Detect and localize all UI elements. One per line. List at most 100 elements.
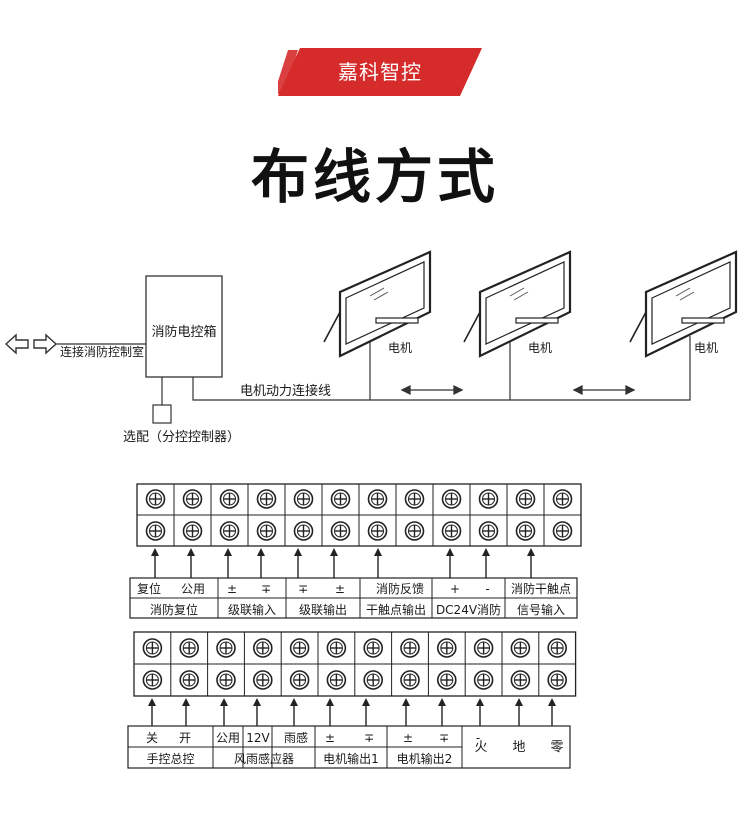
arrow-up-icon (446, 548, 454, 578)
terminal-group-label: 级联输入 (228, 602, 276, 617)
terminal-label: + (450, 582, 460, 596)
terminal-group-label: 电机输出2 (397, 751, 453, 766)
screw-terminal-icon (252, 638, 273, 658)
screw-terminal-icon (219, 521, 240, 541)
screw-terminal-icon (179, 638, 199, 658)
terminal-label: - (476, 731, 480, 745)
screw-terminal-icon (182, 521, 203, 541)
screw-terminal-icon (436, 638, 457, 658)
screw-terminal-icon (179, 670, 199, 690)
terminal-group-label: 级联输出 (299, 602, 347, 617)
screw-terminal-icon (145, 489, 166, 509)
screw-terminal-icon (478, 489, 499, 509)
motor-label: 电机 (528, 341, 552, 355)
window-1: 电机 (323, 250, 432, 358)
arrow-up-icon (257, 548, 265, 578)
arrow-up-icon (224, 548, 232, 578)
arrow-up-icon (482, 548, 490, 578)
screw-terminal-icon (367, 521, 388, 541)
terminal-label: 消防干触点 (511, 581, 571, 596)
window-2: 电机 (463, 250, 572, 358)
double-arrow-icon (400, 384, 464, 396)
screw-terminal-icon (363, 638, 384, 658)
terminal-label: 复位 (137, 581, 161, 596)
control-box-label: 消防电控箱 (151, 324, 216, 340)
screw-terminal-icon (326, 670, 347, 690)
terminal-label: 消防反馈 (376, 581, 424, 596)
screw-terminal-icon (515, 521, 536, 541)
bidirectional-arrow-icon (4, 333, 58, 355)
screw-terminal-icon (219, 489, 240, 509)
screw-terminal-icon (400, 638, 420, 658)
motor-label: 电机 (388, 341, 412, 355)
motor-icon (515, 317, 559, 324)
screw-terminal-icon (363, 670, 384, 690)
arrow-up-icon (438, 698, 446, 726)
terminal-label: ∓ (364, 731, 374, 745)
arrow-up-icon (220, 698, 228, 726)
terminal-label: 12V (246, 731, 270, 745)
arrow-up-icon (548, 698, 556, 726)
screw-terminal-icon (404, 521, 425, 541)
terminal-label: 开 (179, 731, 191, 745)
screw-terminal-icon (400, 670, 420, 690)
terminal-group-label: 信号输入 (517, 602, 565, 617)
screw-terminal-icon (441, 521, 462, 541)
arrow-up-icon (290, 698, 298, 726)
motor-icon (375, 317, 419, 324)
arrow-up-icon (182, 698, 190, 726)
terminal-label: - (485, 582, 489, 596)
arrow-up-icon (148, 698, 156, 726)
screw-terminal-icon (330, 521, 351, 541)
brand-banner (278, 48, 482, 96)
screw-terminal-icon (252, 670, 273, 690)
fire-center-link-label: 连接消防控制室 (60, 344, 144, 359)
terminal-label: ∓ (298, 582, 308, 596)
arrow-up-icon (374, 548, 382, 578)
arrow-up-icon (187, 548, 195, 578)
screw-terminal-icon (510, 670, 531, 690)
terminal-label: ∓ (439, 731, 449, 745)
arrow-up-icon (326, 698, 334, 726)
fire-control-box (145, 275, 223, 378)
screw-terminal-icon (330, 489, 351, 509)
motor-label: 电机 (694, 341, 718, 355)
screw-terminal-icon (256, 489, 277, 509)
terminal-label: 公用 (181, 582, 205, 596)
screw-terminal-icon (367, 489, 388, 509)
arrow-up-icon (330, 548, 338, 578)
screw-terminal-icon (473, 670, 494, 690)
screw-terminal-icon (326, 638, 347, 658)
terminal-label: ± (403, 731, 413, 745)
screw-terminal-icon (293, 489, 314, 509)
screw-terminal-icon (473, 638, 494, 658)
arrow-up-icon (402, 698, 410, 726)
terminal-label: 公用 (216, 731, 240, 745)
terminal-label: ∓ (261, 582, 271, 596)
power-terminal-label: 火 (474, 740, 487, 755)
screw-terminal-icon (547, 638, 568, 658)
motor-icon (681, 317, 725, 324)
screw-terminal-icon (441, 489, 462, 509)
screw-terminal-icon (256, 521, 277, 541)
brand-name: 嘉科智控 (338, 60, 422, 84)
screw-terminal-icon (289, 670, 310, 690)
double-arrow-icon (572, 384, 636, 396)
screw-terminal-icon (515, 489, 536, 509)
screw-terminal-icon (478, 521, 499, 541)
screw-terminal-icon (552, 521, 573, 541)
terminal-label: 雨感 (284, 730, 308, 745)
power-terminal-label: 地 (512, 740, 525, 755)
terminal-group-label: 手控总控 (146, 752, 194, 766)
terminal-label: ± (325, 731, 335, 745)
terminal-label: ± (335, 582, 345, 596)
screw-terminal-icon (289, 638, 310, 658)
terminal-label: ± (227, 582, 237, 596)
screw-terminal-icon (404, 489, 425, 509)
arrow-up-icon (476, 698, 484, 726)
arrow-up-icon (253, 698, 261, 726)
power-line-label: 电机动力连接线 (240, 383, 331, 399)
page-title: 布线方式 (250, 143, 499, 211)
arrow-up-icon (515, 698, 523, 726)
